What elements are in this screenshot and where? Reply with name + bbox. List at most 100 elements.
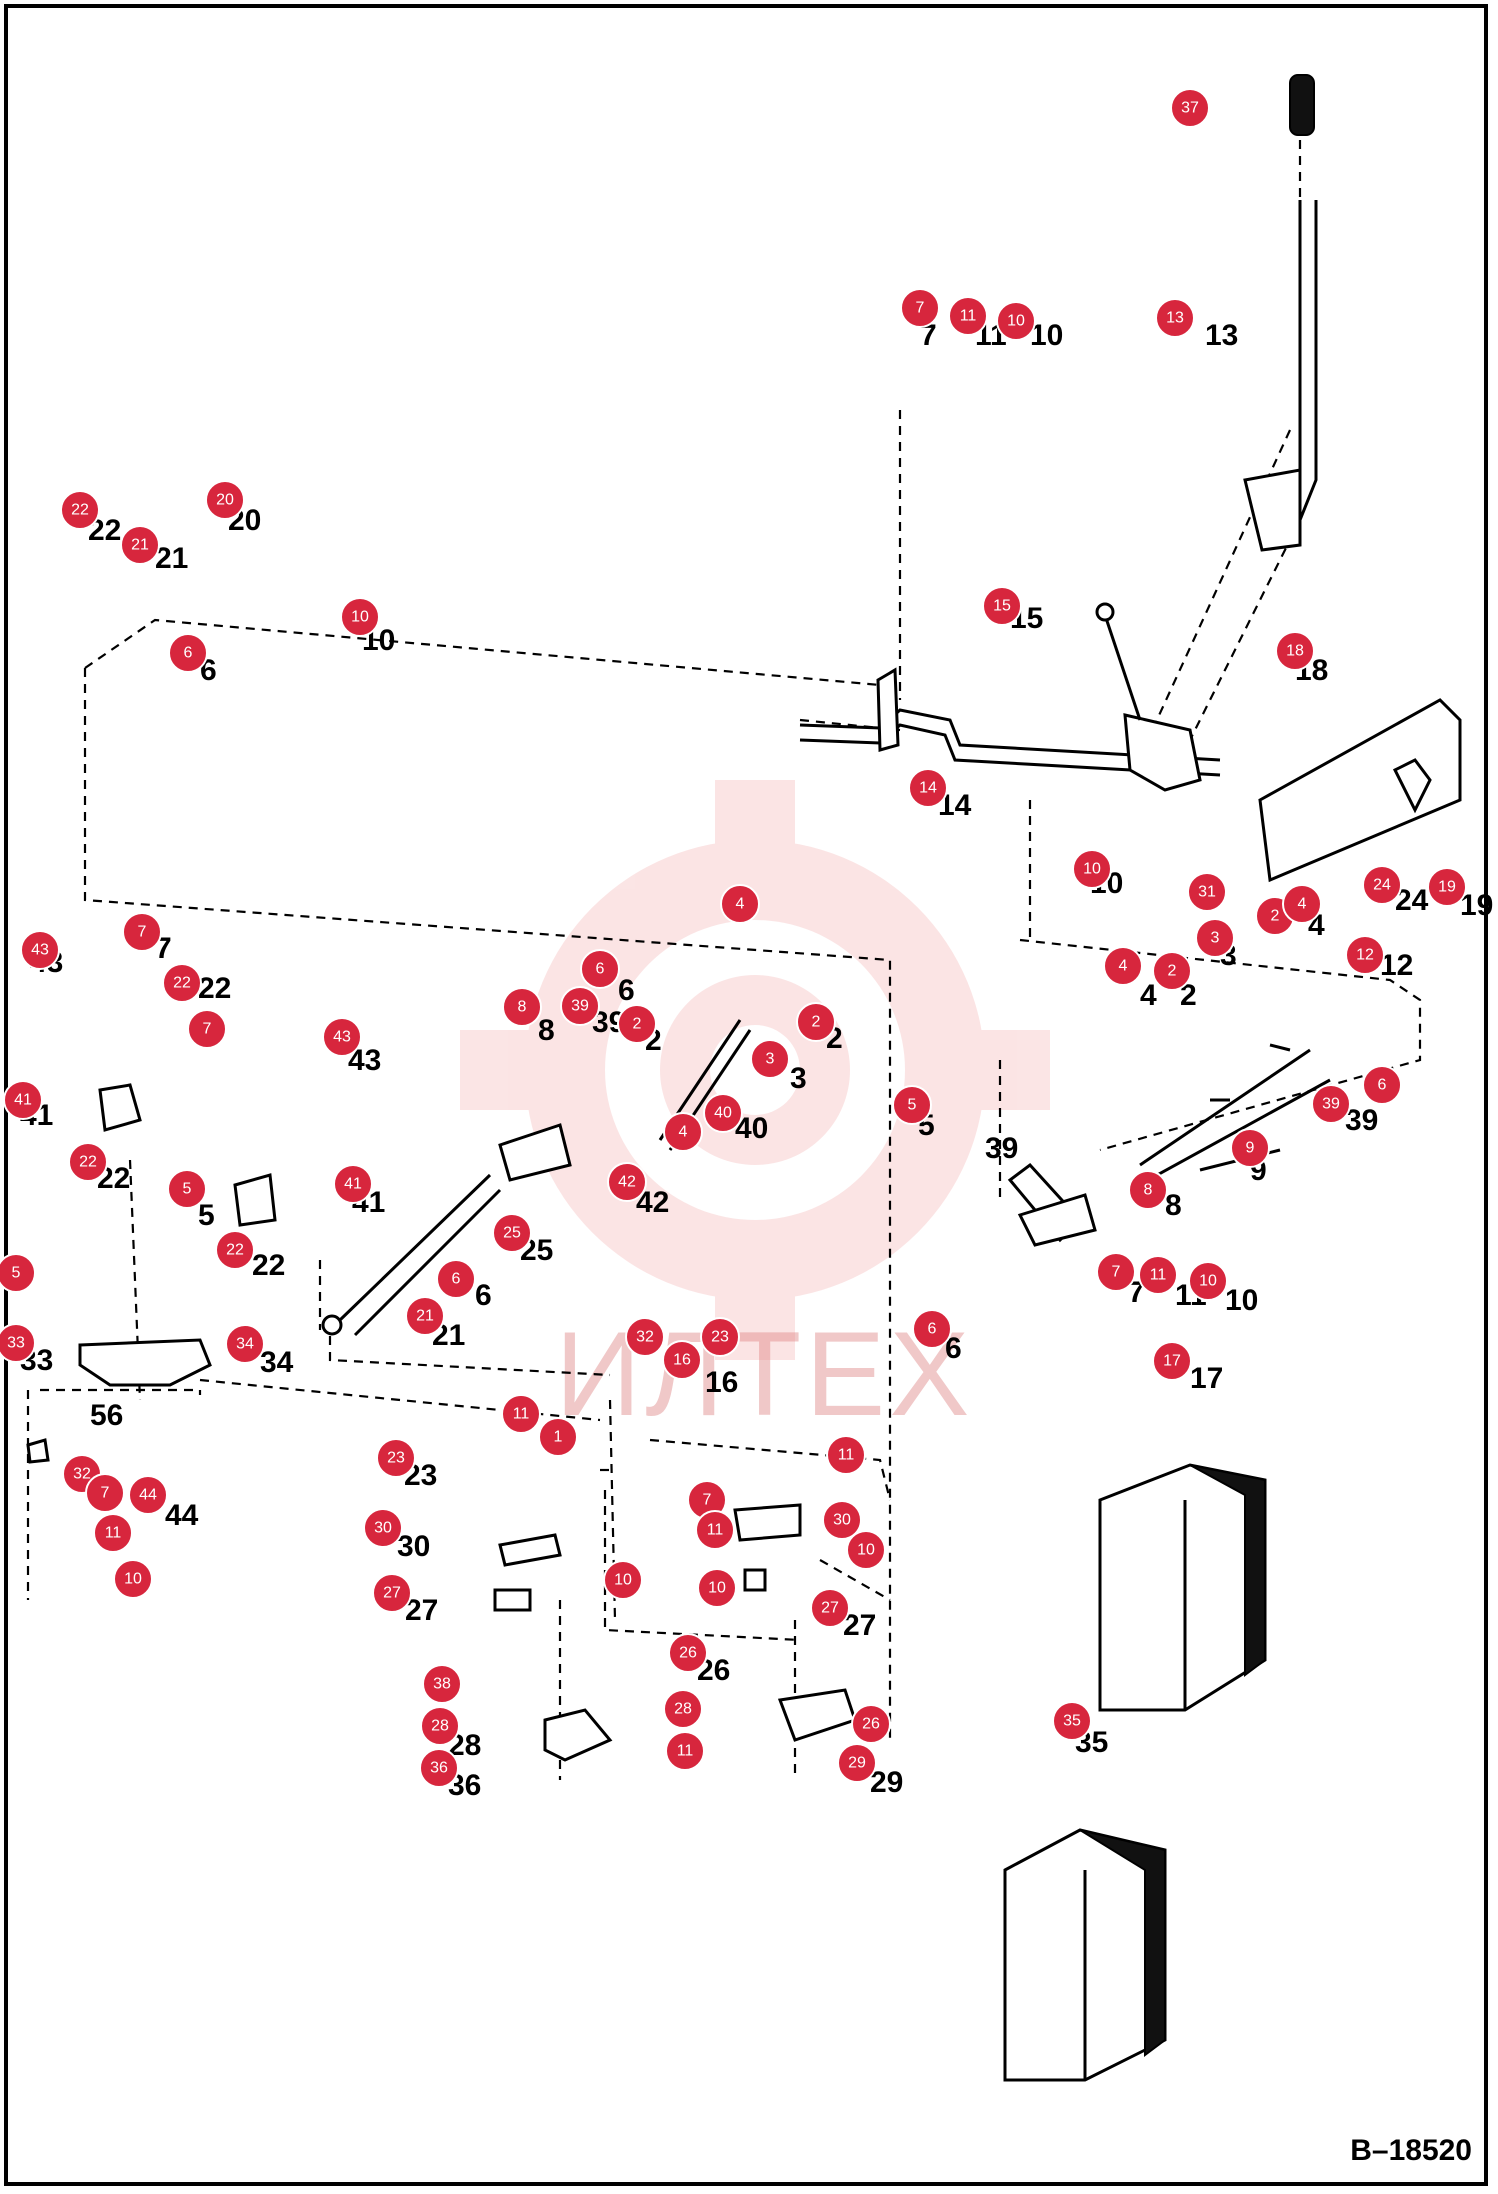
lever-handle-assembly (1243, 74, 1318, 552)
callout-badge-35: 35 (1052, 1701, 1092, 1741)
callout-badge-26: 26 (851, 1704, 891, 1744)
callout-badge-circle (580, 949, 620, 989)
callout-badge-circle (492, 1213, 532, 1253)
callout-badge-label: 9 (1246, 1140, 1255, 1157)
part-number-8: 8 (538, 1014, 555, 1047)
callout-badge-label: 4 (679, 1124, 688, 1141)
callout-badge-label: 6 (928, 1321, 937, 1338)
callout-badge-circle (1275, 631, 1315, 671)
callout-badge-label: 41 (14, 1092, 32, 1109)
callout-badge-circle (948, 296, 988, 336)
callout-badge-circle (662, 1340, 702, 1380)
callout-badge-circle (1170, 88, 1210, 128)
callout-badge-circle (3, 1080, 43, 1120)
callout-badge-circle (1155, 298, 1195, 338)
callout-badge-circle (697, 1568, 737, 1608)
callout-badge-21: 21 (405, 1296, 445, 1336)
callout-badge-label: 21 (416, 1308, 434, 1325)
callout-badge-label: 27 (821, 1600, 839, 1617)
callout-badge-circle (912, 1309, 952, 1349)
callout-badge-circle (1128, 1170, 1168, 1210)
callout-badge-circle (665, 1731, 705, 1771)
callout-badge-25: 25 (492, 1213, 532, 1253)
callout-badge-label: 12 (1356, 947, 1374, 964)
callout-badge-44: 44 (128, 1475, 168, 1515)
callout-badge-label: 10 (708, 1580, 726, 1597)
callout-badge-circle (0, 1253, 36, 1293)
callout-badge-circle (1187, 872, 1227, 912)
callout-badge-circle (1282, 884, 1322, 924)
callout-badge-5: 5 (892, 1085, 932, 1125)
callout-badge-circle (122, 912, 162, 952)
callout-badge-label: 11 (1150, 1267, 1167, 1284)
callout-badge-circle (502, 987, 542, 1027)
callout-badge-label: 21 (131, 537, 149, 554)
callout-badge-label: 8 (518, 999, 527, 1016)
callout-badge-label: 23 (387, 1450, 405, 1467)
callout-badge-circle (205, 480, 245, 520)
callout-badge-circle (810, 1588, 850, 1628)
callout-badge-43: 43 (20, 930, 60, 970)
callout-badge-label: 23 (711, 1329, 729, 1346)
callout-badge-circle (1152, 951, 1192, 991)
callout-badge-label: 32 (636, 1329, 654, 1346)
callout-badge-circle (826, 1435, 866, 1475)
part-number-6: 6 (945, 1332, 962, 1365)
callout-badge-label: 43 (333, 1029, 351, 1046)
callout-badge-23: 23 (700, 1317, 740, 1357)
callout-badge-27: 27 (810, 1588, 850, 1628)
callout-badge-11: 11 (93, 1513, 133, 1553)
callout-badge-circle (113, 1559, 153, 1599)
callout-badge-circle (1096, 1252, 1136, 1292)
part-number-44: 44 (165, 1499, 199, 1532)
callout-badge-label: 6 (452, 1271, 461, 1288)
part-number-22: 22 (252, 1249, 285, 1282)
callout-badge-30: 30 (363, 1508, 403, 1548)
callout-badge-40: 40 (703, 1093, 743, 1133)
callout-badge-label: 10 (857, 1542, 875, 1559)
part-number-16: 16 (705, 1366, 738, 1399)
callout-badge-6: 6 (580, 949, 620, 989)
callout-badge-label: 11 (677, 1743, 694, 1760)
callout-badge-circle (60, 490, 100, 530)
callout-badge-31: 31 (1187, 872, 1227, 912)
callout-badge-34: 34 (225, 1324, 265, 1364)
callout-badge-label: 27 (383, 1585, 401, 1602)
callout-badge-circle (668, 1633, 708, 1673)
callout-badge-11: 11 (695, 1510, 735, 1550)
callout-badge-label: 8 (1144, 1182, 1153, 1199)
callout-badge-label: 7 (1112, 1264, 1121, 1281)
part-number-10: 10 (1225, 1284, 1258, 1317)
callout-badge-label: 5 (908, 1097, 917, 1114)
callout-badge-circle (1103, 946, 1143, 986)
callout-badge-label: 13 (1166, 310, 1184, 327)
callout-badge-circle (1138, 1255, 1178, 1295)
callout-badge-10: 10 (697, 1568, 737, 1608)
callout-badge-label: 4 (1298, 896, 1307, 913)
callout-badge-circle (695, 1510, 735, 1550)
callout-badge-label: 25 (503, 1225, 521, 1242)
callout-badge-circle (1362, 1065, 1402, 1105)
callout-badge-label: 32 (73, 1466, 91, 1483)
callout-badge-circle (85, 1473, 125, 1513)
callout-badge-circle (68, 1142, 108, 1182)
bottom-linkage (493, 1503, 857, 1762)
callout-badge-23: 23 (376, 1438, 416, 1478)
callout-badge-7: 7 (1096, 1252, 1136, 1292)
part-number-4: 4 (1140, 979, 1157, 1012)
callout-badge-label: 2 (633, 1016, 642, 1033)
callout-badge-label: 39 (1322, 1096, 1340, 1113)
callout-badge-circle (215, 1230, 255, 1270)
callout-badge-17: 17 (1152, 1341, 1192, 1381)
callout-badge-circle (420, 1706, 460, 1746)
callout-badge-circle (167, 1169, 207, 1209)
part-number-29: 29 (870, 1766, 903, 1799)
callout-badge-label: 1 (554, 1429, 563, 1446)
callout-badge-16: 16 (662, 1340, 702, 1380)
part-number-2: 2 (1180, 979, 1197, 1012)
callout-badge-7: 7 (187, 1009, 227, 1049)
callout-badge-circle (376, 1438, 416, 1478)
